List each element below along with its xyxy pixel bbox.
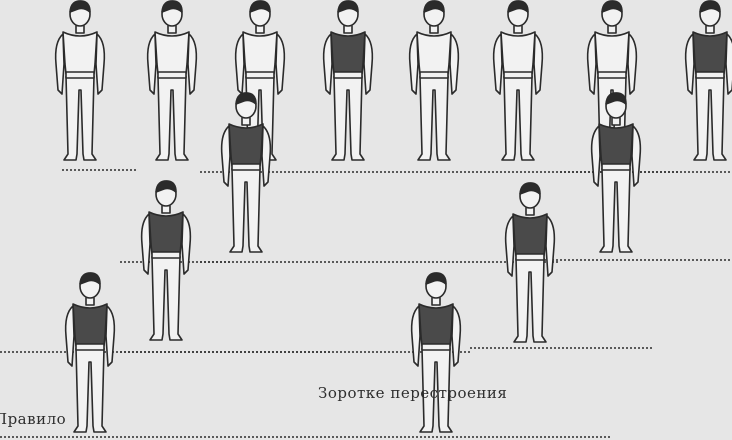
legs (418, 76, 450, 160)
legs (74, 348, 106, 432)
right-arm (262, 126, 270, 186)
left-arm (222, 126, 230, 186)
left-arm (236, 34, 244, 94)
person-figure-f12 (506, 183, 555, 342)
light-shirt (595, 32, 629, 74)
waistband (598, 72, 626, 78)
light-shirt (501, 32, 535, 74)
dark-shirt (513, 214, 547, 256)
left-arm (410, 34, 418, 94)
person-figure-f5 (410, 1, 459, 160)
person-figure-f11 (142, 181, 191, 340)
waistband (516, 254, 544, 260)
right-arm (364, 34, 372, 94)
left-arm (142, 214, 150, 274)
caption-line-2: Правило (0, 410, 66, 428)
waistband (334, 72, 362, 78)
left-arm (686, 34, 694, 94)
left-arm (494, 34, 502, 94)
waistband (696, 72, 724, 78)
neck (168, 26, 176, 33)
left-arm (324, 34, 332, 94)
neck (706, 26, 714, 33)
right-arm (632, 126, 640, 186)
caption-line-1: Зоротке перестроения (318, 384, 507, 402)
right-arm (534, 34, 542, 94)
dark-shirt (149, 212, 183, 254)
neck (612, 118, 620, 125)
person-figure-f1 (56, 1, 105, 160)
dark-shirt (331, 32, 365, 74)
neck (432, 298, 440, 305)
person-figure-f4 (324, 1, 373, 160)
legs (150, 256, 182, 340)
neck (526, 208, 534, 215)
legs (502, 76, 534, 160)
right-arm (276, 34, 284, 94)
light-shirt (417, 32, 451, 74)
waistband (504, 72, 532, 78)
left-arm (66, 306, 74, 366)
right-arm (450, 34, 458, 94)
left-arm (506, 216, 514, 276)
neck (162, 206, 170, 213)
dark-shirt (599, 124, 633, 166)
person-figure-f8 (686, 1, 732, 160)
dark-shirt (229, 124, 263, 166)
legs (332, 76, 364, 160)
left-arm (56, 34, 64, 94)
person-figure-f6 (494, 1, 543, 160)
legs (600, 168, 632, 252)
waistband (602, 164, 630, 170)
right-arm (96, 34, 104, 94)
waistband (158, 72, 186, 78)
legs (230, 168, 262, 252)
waistband (66, 72, 94, 78)
neck (344, 26, 352, 33)
waistband (152, 252, 180, 258)
person-figure-f13 (66, 273, 115, 432)
figures-group (56, 1, 732, 432)
dark-shirt (419, 304, 453, 346)
legs (156, 76, 188, 160)
legs (64, 76, 96, 160)
left-arm (592, 126, 600, 186)
light-shirt (63, 32, 97, 74)
right-arm (182, 214, 190, 274)
legs (694, 76, 726, 160)
person-figure-f14 (412, 273, 461, 432)
right-arm (106, 306, 114, 366)
waistband (76, 344, 104, 350)
left-arm (412, 306, 420, 366)
legs (514, 258, 546, 342)
neck (256, 26, 264, 33)
dark-shirt (693, 32, 727, 74)
person-figure-f2 (148, 1, 197, 160)
dark-shirt (73, 304, 107, 346)
left-arm (148, 34, 156, 94)
right-arm (452, 306, 460, 366)
waistband (232, 164, 260, 170)
waistband (246, 72, 274, 78)
right-arm (628, 34, 636, 94)
light-shirt (155, 32, 189, 74)
neck (76, 26, 84, 33)
right-arm (546, 216, 554, 276)
neck (242, 118, 250, 125)
left-arm (588, 34, 596, 94)
neck (86, 298, 94, 305)
neck (430, 26, 438, 33)
neck (514, 26, 522, 33)
right-arm (188, 34, 196, 94)
waistband (420, 72, 448, 78)
neck (608, 26, 616, 33)
light-shirt (243, 32, 277, 74)
waistband (422, 344, 450, 350)
